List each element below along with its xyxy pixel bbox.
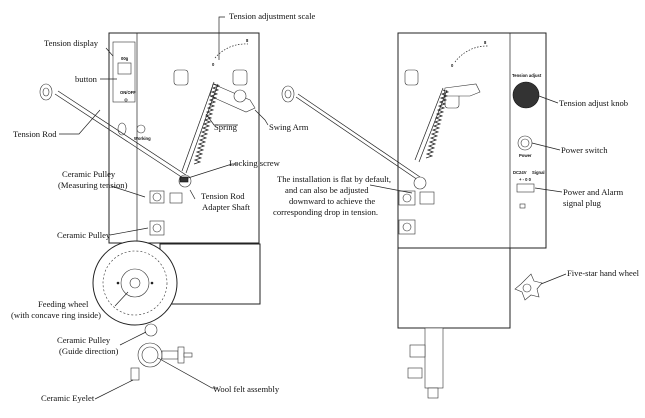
label-tension-adjustment-scale: Tension adjustment scale [229, 11, 315, 21]
label-ceramic-pulley: Ceramic Pulley [57, 230, 111, 240]
right-tension-rod [281, 85, 421, 181]
feeding-wheel [92, 240, 178, 326]
label-five-star: Five-star hand wheel [567, 268, 640, 278]
label-tension-rod-adapter-1: Tension Rod [201, 191, 245, 201]
top-pin-2 [232, 69, 248, 86]
label-installation-1: The installation is flat by default, [277, 174, 391, 184]
right-spring [414, 87, 450, 163]
label-installation-4: corresponding drop in tension. [273, 207, 378, 217]
leader-lines [59, 16, 567, 400]
label-swing-arm: Swing Arm [269, 122, 309, 132]
tension-adjust-knob[interactable] [512, 81, 540, 109]
right-top-pin-1 [404, 69, 419, 86]
display-unit-text: 00g [121, 56, 129, 61]
working-indicator [136, 124, 146, 134]
label-tension-rod-adapter-2: Adapter Shaft [202, 202, 251, 212]
label-button: button [75, 74, 98, 84]
label-wool-felt: Wool felt assembly [213, 384, 280, 394]
right-lower-housing [397, 247, 511, 329]
right-device: Tension adjust Power DC24V + - 0 0 Signa… [281, 32, 547, 399]
power-alarm-plug[interactable] [516, 183, 535, 193]
onoff-text: ON/OFF [120, 90, 136, 95]
power-text: Power [519, 153, 532, 158]
right-scale-8: 8 [484, 40, 487, 45]
spring [181, 81, 221, 174]
left-lower-housing [159, 243, 261, 305]
label-locking-screw: Locking screw [229, 158, 281, 168]
label-ceramic-eyelet: Ceramic Eyelet [41, 393, 95, 403]
label-ceramic-pulley-measuring-2: (Measuring tension) [58, 180, 128, 190]
pins-text: + - 0 0 [519, 177, 532, 182]
label-power-alarm-1: Power and Alarm [563, 187, 623, 197]
label-ceramic-pulley-measuring-1: Ceramic Pulley [62, 169, 116, 179]
tension-scale-arc [214, 43, 249, 59]
dc24v-text: DC24V [513, 170, 527, 175]
tension-display-screen [117, 62, 132, 75]
tension-rod [39, 83, 187, 179]
top-pin-1 [173, 69, 189, 86]
wool-felt-assembly [137, 342, 193, 368]
label-feeding-wheel-1: Feeding wheel [38, 299, 89, 309]
ceramic-pulley-measuring [149, 190, 183, 204]
right-scale-0: 0 [451, 63, 454, 68]
label-ceramic-pulley-guide-2: (Guide direction) [59, 346, 119, 356]
label-tension-adjust-knob: Tension adjust knob [559, 98, 628, 108]
callout-labels: Tension adjustment scale Tension display… [11, 11, 640, 403]
label-tension-rod: Tension Rod [13, 129, 57, 139]
left-device: 00g ON/OFF Working 0 8 [39, 32, 261, 381]
signal-text: Signal [532, 170, 545, 175]
locking-screw[interactable] [179, 176, 189, 183]
ceramic-pulley [149, 220, 165, 236]
label-power-alarm-2: signal plug [563, 198, 602, 208]
small-slot [519, 203, 526, 209]
swing-arm-hub [233, 89, 247, 103]
ceramic-pulley-guide [144, 323, 158, 337]
label-feeding-wheel-2: (with concave ring inside) [11, 310, 101, 320]
right-bottom-assembly [407, 327, 444, 399]
label-ceramic-pulley-guide-1: Ceramic Pulley [57, 335, 111, 345]
label-installation-2: and can also be adjusted [285, 185, 369, 195]
label-installation-3: downward to achieve the [289, 196, 375, 206]
label-spring: Spring [214, 122, 238, 132]
label-tension-display: Tension display [44, 38, 99, 48]
working-text: Working [134, 136, 151, 141]
right-label-plate [419, 191, 435, 205]
tension-adjust-text: Tension adjust [512, 73, 542, 78]
label-power-switch: Power switch [561, 145, 608, 155]
scale-low-text: 0 [212, 62, 215, 67]
display-button[interactable] [124, 98, 128, 102]
right-rod-adapter [413, 176, 427, 190]
five-star-hand-wheel[interactable] [514, 273, 543, 301]
ceramic-eyelet [130, 367, 140, 381]
scale-high-text: 8 [246, 38, 249, 43]
